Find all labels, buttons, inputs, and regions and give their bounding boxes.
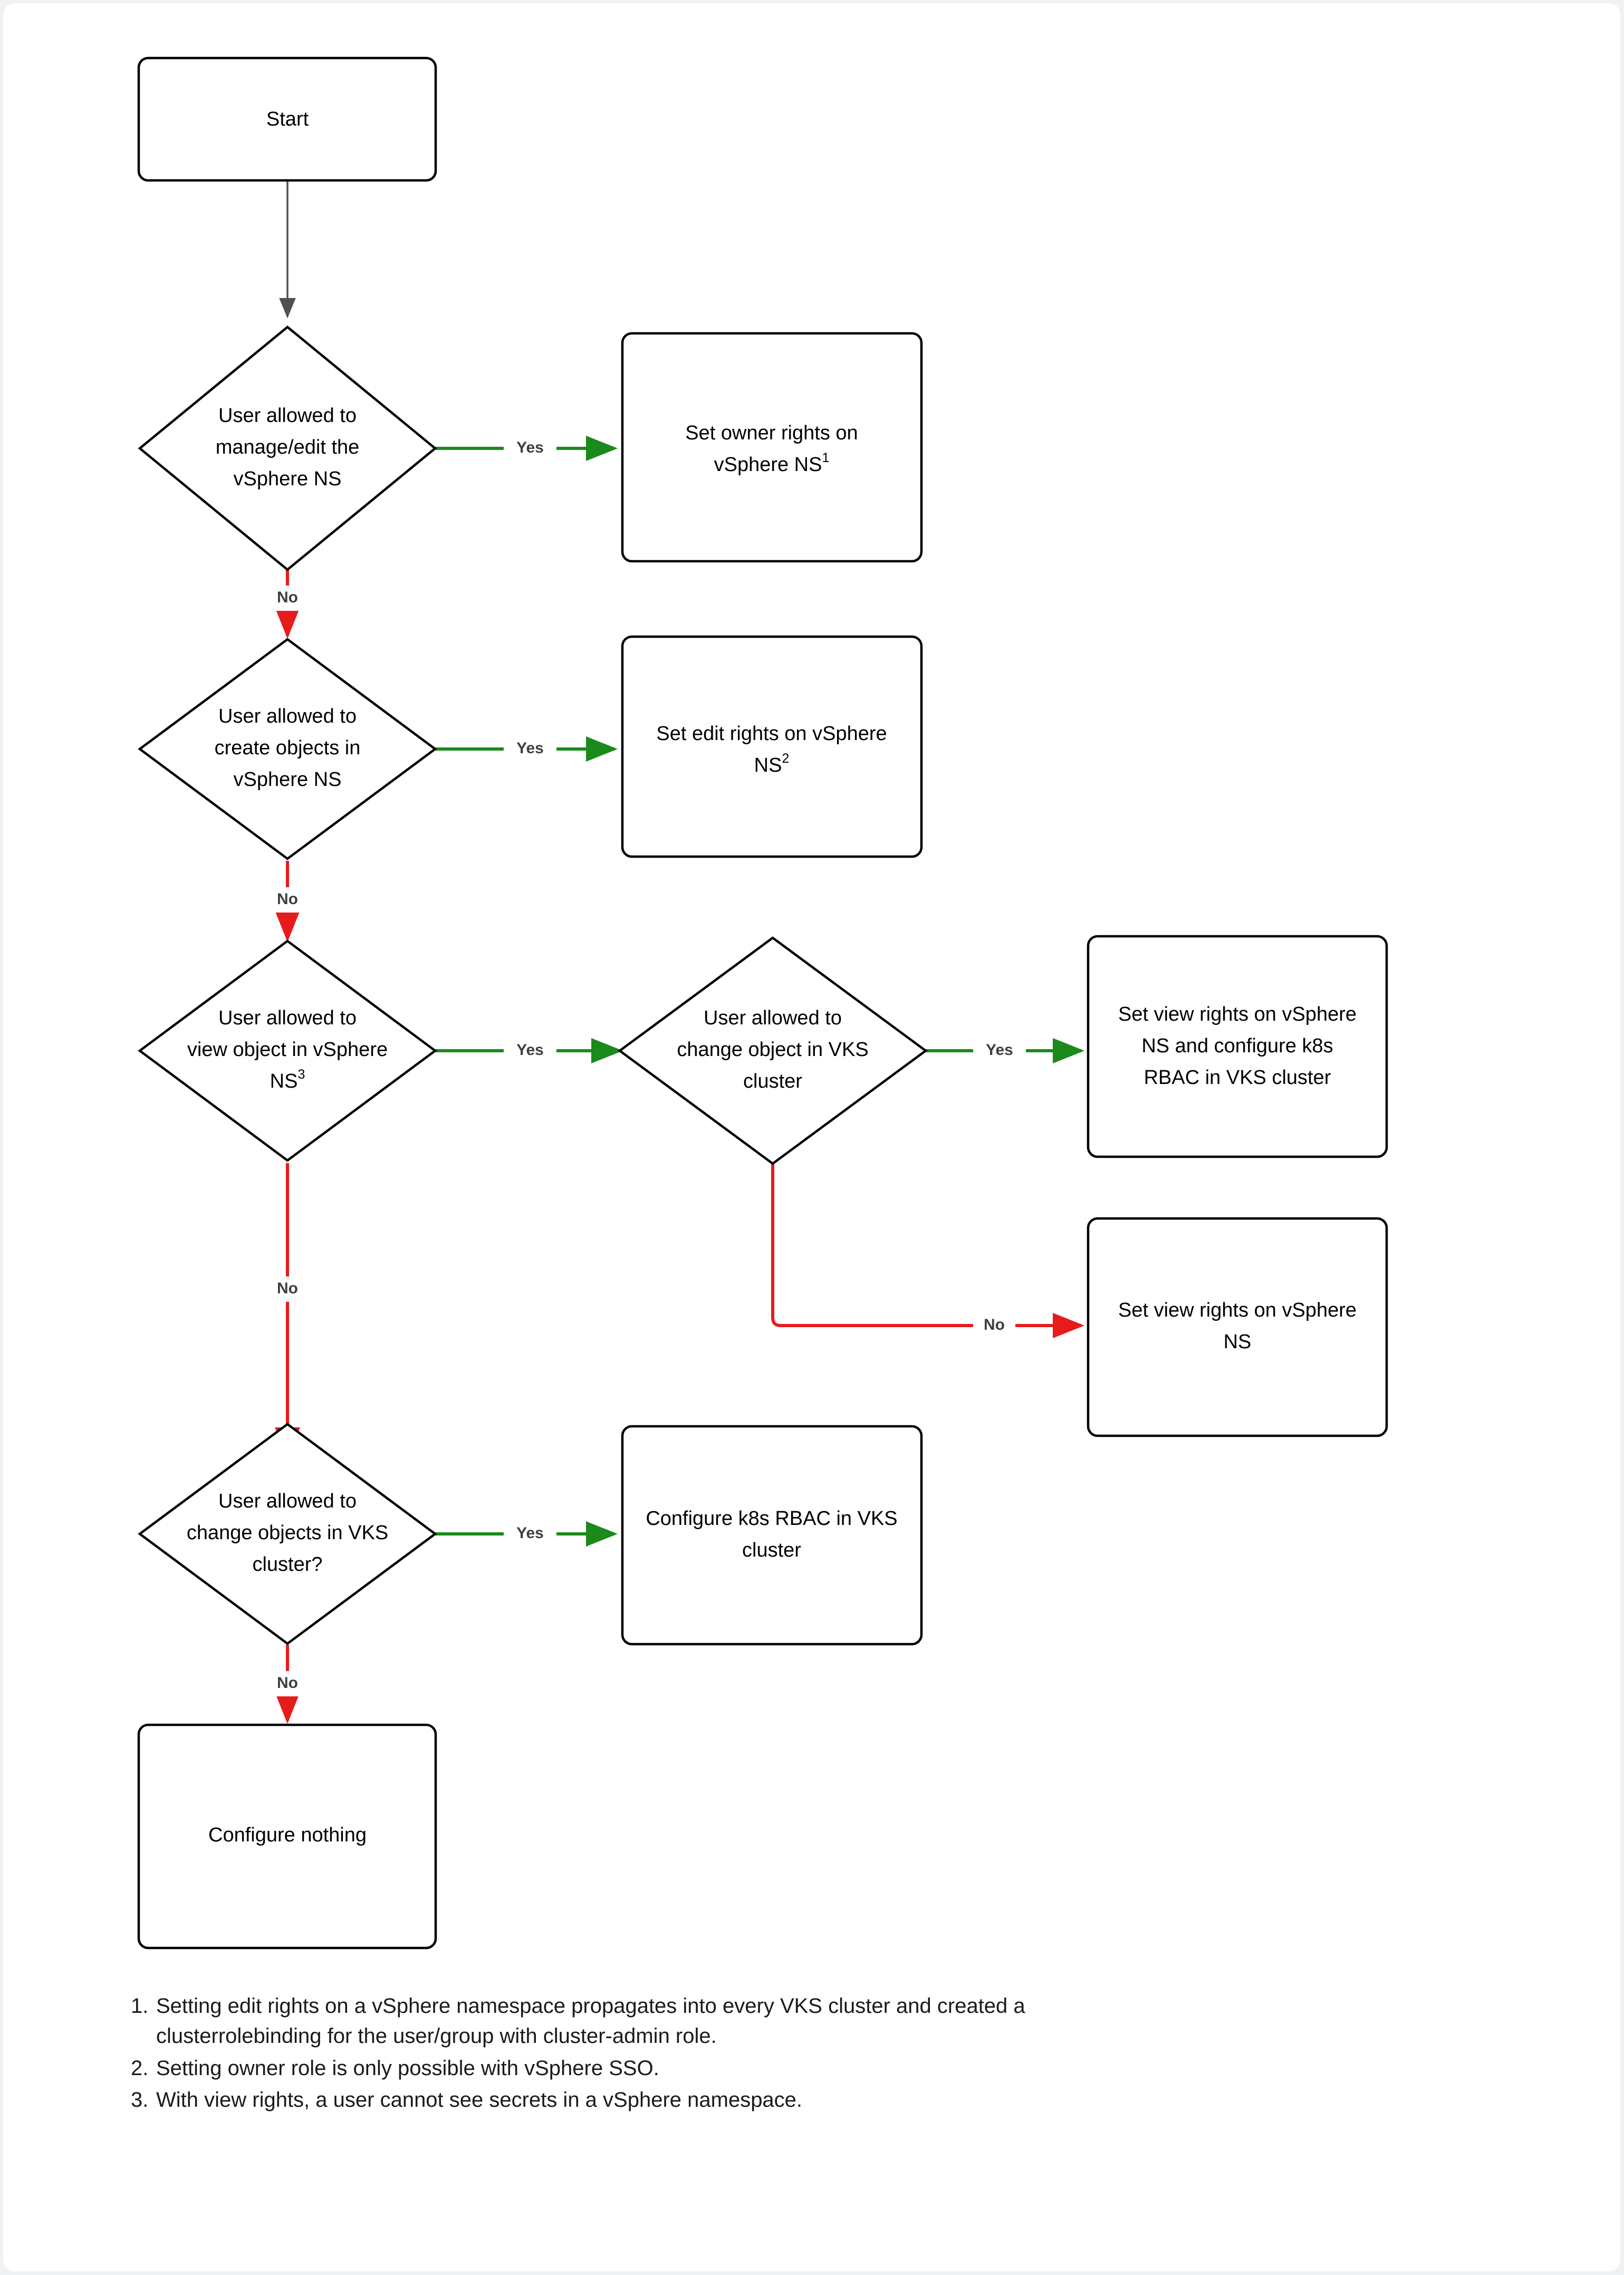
node-d1-line1: User allowed to bbox=[218, 405, 357, 427]
footnote-number: 3. bbox=[131, 2088, 149, 2112]
node-d2-line3: vSphere NS bbox=[234, 769, 342, 791]
node-a2-superscript: 2 bbox=[782, 751, 789, 766]
node-decision-manage-edit-ns[interactable]: User allowed to manage/edit the vSphere … bbox=[138, 325, 437, 571]
node-a1-line2: vSphere NS1 bbox=[714, 450, 830, 476]
node-set-view-rights-and-rbac[interactable]: Set view rights on vSphere NS and config… bbox=[1087, 935, 1388, 1158]
edge-label-no-3: No bbox=[984, 1316, 1005, 1333]
node-a1-line1: Set owner rights on bbox=[685, 422, 858, 444]
node-start-label: Start bbox=[266, 108, 309, 130]
node-a3-line1: Set view rights on vSphere bbox=[1118, 1003, 1357, 1025]
node-decision-change-object-vks[interactable]: User allowed to change object in VKS clu… bbox=[618, 936, 928, 1165]
edge-label-no-1: No bbox=[277, 589, 298, 606]
node-d3-superscript: 3 bbox=[297, 1067, 305, 1082]
edge-d2-no-to-d3: No bbox=[266, 861, 309, 942]
footnotes-list: 1. Setting edit rights on a vSphere name… bbox=[131, 1991, 1344, 2117]
node-a2-line2-text: NS bbox=[754, 754, 782, 776]
edge-d3-yes-to-d4: Yes bbox=[435, 1038, 623, 1064]
node-set-owner-rights[interactable]: Set owner rights on vSphere NS1 bbox=[621, 332, 923, 563]
edge-label-no-2: No bbox=[277, 890, 298, 908]
node-decision-view-object-ns[interactable]: User allowed to view object in vSphere N… bbox=[138, 939, 437, 1162]
node-configure-rbac-vks[interactable]: Configure k8s RBAC in VKS cluster bbox=[621, 1425, 923, 1646]
node-a1-line2-text: vSphere NS bbox=[714, 454, 822, 476]
edge-d4-no-to-a4: No bbox=[771, 1163, 1084, 1338]
node-a2-line1: Set edit rights on vSphere bbox=[656, 723, 887, 745]
node-set-edit-rights[interactable]: Set edit rights on vSphere NS2 bbox=[621, 635, 923, 858]
edge-d5-no-to-a6: No bbox=[266, 1645, 309, 1724]
node-d3-line3-text: NS bbox=[270, 1070, 298, 1092]
node-a5-line1: Configure k8s RBAC in VKS bbox=[646, 1508, 897, 1530]
node-d4-line3: cluster bbox=[743, 1070, 802, 1092]
node-configure-nothing[interactable]: Configure nothing bbox=[137, 1723, 437, 1950]
node-a3-line2: NS and configure k8s bbox=[1141, 1035, 1333, 1057]
node-decision-create-objects-ns[interactable]: User allowed to create objects in vSpher… bbox=[138, 638, 437, 860]
node-a6-label: Configure nothing bbox=[208, 1824, 367, 1846]
edge-label-yes-5: Yes bbox=[516, 1524, 544, 1542]
node-a4-line1: Set view rights on vSphere bbox=[1118, 1299, 1357, 1321]
node-d2-line1: User allowed to bbox=[218, 705, 357, 727]
node-d4-line2: change object in VKS bbox=[677, 1039, 868, 1061]
node-start[interactable]: Start bbox=[137, 56, 437, 182]
edge-d2-yes-to-a2: Yes bbox=[435, 736, 618, 762]
node-d3-line3: NS3 bbox=[270, 1067, 305, 1092]
node-d2-line2: create objects in bbox=[215, 737, 361, 759]
edge-d4-yes-to-a3: Yes bbox=[926, 1038, 1084, 1064]
edge-d1-no-to-d2: No bbox=[266, 559, 309, 639]
node-d5-line1: User allowed to bbox=[218, 1490, 357, 1512]
edge-label-no-4: No bbox=[277, 1280, 298, 1297]
node-set-view-rights-ns[interactable]: Set view rights on vSphere NS bbox=[1087, 1217, 1388, 1437]
node-d5-line3: cluster? bbox=[252, 1553, 322, 1576]
edge-d3-no-to-d5: No bbox=[266, 1163, 309, 1459]
node-d4-line1: User allowed to bbox=[704, 1007, 842, 1029]
node-a1-superscript: 1 bbox=[822, 450, 829, 465]
node-a3-line3: RBAC in VKS cluster bbox=[1144, 1067, 1331, 1089]
footnote-text: With view rights, a user cannot see secr… bbox=[156, 2088, 803, 2112]
footnote-number: 2. bbox=[131, 2056, 149, 2080]
node-d3-line1: User allowed to bbox=[218, 1007, 357, 1029]
node-a5-line2: cluster bbox=[742, 1539, 801, 1561]
node-a2-line2: NS2 bbox=[754, 751, 790, 776]
footnote-item: 1. Setting edit rights on a vSphere name… bbox=[131, 1991, 1344, 2051]
node-a4-line2: NS bbox=[1224, 1331, 1252, 1353]
footnote-text: Setting owner role is only possible with… bbox=[156, 2056, 659, 2080]
footnote-item: 3. With view rights, a user cannot see s… bbox=[131, 2085, 1344, 2115]
edge-label-yes-3: Yes bbox=[516, 1041, 544, 1059]
footnote-number: 1. bbox=[131, 1994, 149, 2018]
footnotes-ordered-list: 1. Setting edit rights on a vSphere name… bbox=[131, 1991, 1344, 2115]
edge-label-no-5: No bbox=[277, 1674, 298, 1692]
edge-label-yes-1: Yes bbox=[516, 439, 544, 456]
edge-d1-yes-to-a1: Yes bbox=[435, 435, 618, 462]
node-d3-line2: view object in vSphere bbox=[187, 1039, 388, 1061]
node-decision-change-objects-vks[interactable]: User allowed to change objects in VKS cl… bbox=[138, 1423, 437, 1645]
edge-label-yes-2: Yes bbox=[516, 740, 544, 757]
node-d5-line2: change objects in VKS bbox=[187, 1522, 388, 1544]
footnote-item: 2. Setting owner role is only possible w… bbox=[131, 2053, 1344, 2084]
edge-label-yes-4: Yes bbox=[986, 1041, 1013, 1059]
node-d1-line2: manage/edit the bbox=[216, 436, 360, 458]
footnote-text: Setting edit rights on a vSphere namespa… bbox=[156, 1994, 1025, 2048]
edge-d5-yes-to-a5: Yes bbox=[435, 1521, 618, 1547]
node-d1-line3: vSphere NS bbox=[234, 468, 342, 490]
